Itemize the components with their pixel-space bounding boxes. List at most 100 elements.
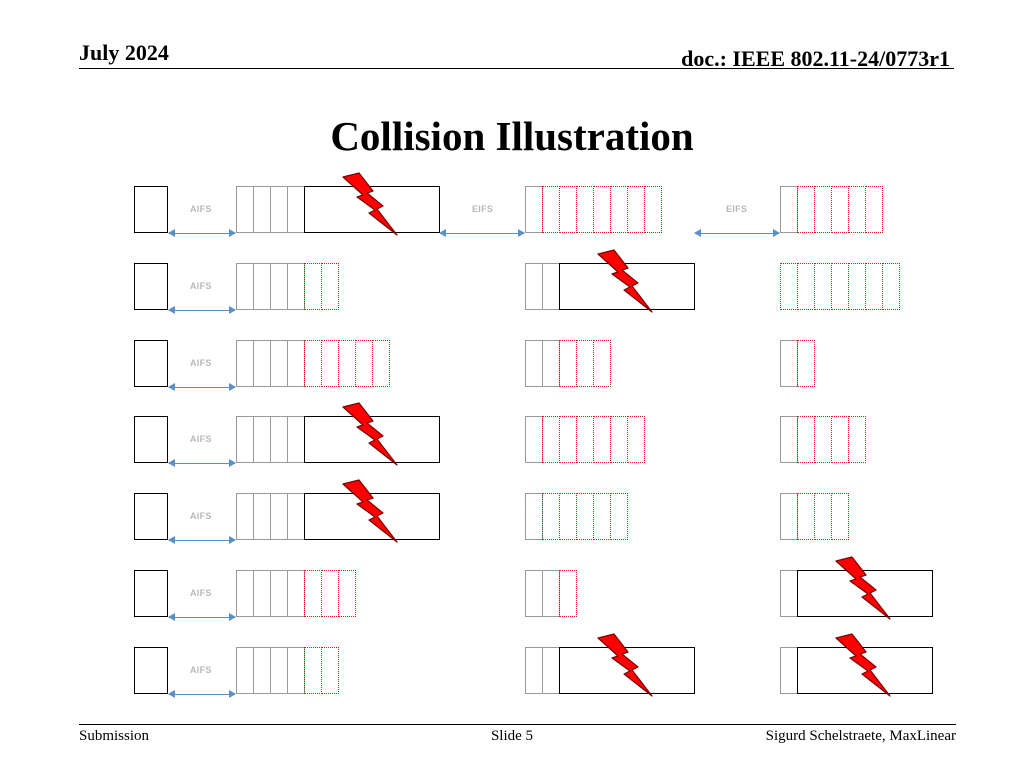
backoff-slot-idle — [780, 339, 798, 387]
interframe-arrow — [168, 689, 236, 698]
backoff-slot-idle — [270, 416, 288, 464]
backoff-slot-idle — [270, 570, 288, 617]
backoff-slot-idle — [542, 570, 560, 617]
backoff-slot-idle — [236, 339, 254, 387]
collision-icon — [835, 556, 891, 620]
station-box — [134, 416, 168, 464]
interframe-label: AIFS — [190, 664, 212, 675]
backoff-slot-idle — [542, 262, 560, 310]
backoff-slot-idle — [287, 646, 305, 694]
backoff-slot-idle — [542, 339, 560, 387]
backoff-slot-idle — [236, 493, 254, 541]
backoff-slot-frozen — [797, 262, 815, 310]
backoff-slot-idle — [525, 646, 543, 694]
backoff-slot-frozen — [321, 262, 339, 310]
backoff-slot-frozen — [593, 339, 611, 387]
backoff-slot-frozen — [644, 186, 662, 233]
interframe-arrow — [168, 613, 236, 621]
backoff-slot-frozen — [593, 186, 611, 233]
backoff-slot-frozen — [797, 493, 815, 541]
interframe-label: AIFS — [190, 204, 212, 214]
backoff-slot-frozen — [304, 570, 322, 617]
backoff-slot-idle — [780, 570, 798, 617]
station-box — [134, 262, 168, 310]
backoff-slot-idle — [253, 570, 271, 617]
transmission-box — [304, 186, 440, 233]
backoff-slot-frozen — [882, 262, 900, 310]
station-box — [134, 186, 168, 233]
backoff-slot-frozen — [559, 416, 577, 464]
backoff-slot-frozen — [814, 186, 832, 233]
collision-icon — [597, 633, 653, 697]
collision-icon — [342, 402, 398, 466]
station-box — [134, 646, 168, 694]
backoff-slot-frozen — [627, 186, 645, 233]
backoff-slot-frozen — [338, 339, 356, 387]
backoff-slot-frozen — [542, 416, 560, 464]
footer-slide-number: Slide 5 — [490, 728, 534, 744]
backoff-slot-idle — [253, 493, 271, 541]
backoff-slot-idle — [287, 339, 305, 387]
backoff-slot-idle — [780, 646, 798, 694]
interframe-arrow — [168, 536, 236, 545]
backoff-slot-frozen — [576, 186, 594, 233]
backoff-slot-idle — [525, 570, 543, 617]
backoff-slot-frozen — [355, 339, 373, 387]
collision-icon — [342, 479, 398, 543]
backoff-slot-frozen — [848, 186, 866, 233]
backoff-slot-idle — [236, 416, 254, 464]
backoff-slot-frozen — [814, 493, 832, 541]
backoff-slot-frozen — [865, 262, 883, 310]
backoff-slot-idle — [236, 262, 254, 310]
interframe-arrow — [168, 459, 236, 468]
backoff-slot-frozen — [559, 493, 577, 541]
backoff-slot-frozen — [610, 416, 628, 464]
interframe-label: AIFS — [190, 357, 212, 368]
backoff-slot-idle — [270, 646, 288, 694]
transmission-box — [559, 262, 695, 310]
interframe-arrow — [168, 305, 236, 314]
backoff-slot-idle — [780, 416, 798, 464]
footer-rule — [79, 724, 956, 725]
collision-icon — [835, 633, 891, 697]
backoff-slot-frozen — [576, 493, 594, 541]
backoff-slot-idle — [780, 493, 798, 541]
backoff-slot-frozen — [304, 646, 322, 694]
interframe-arrow — [439, 229, 525, 237]
backoff-slot-idle — [270, 339, 288, 387]
backoff-slot-frozen — [797, 416, 815, 464]
collision-icon — [597, 249, 653, 313]
backoff-slot-frozen — [304, 262, 322, 310]
backoff-slot-idle — [253, 262, 271, 310]
backoff-slot-frozen — [865, 186, 883, 233]
backoff-slot-idle — [525, 416, 543, 464]
backoff-slot-frozen — [338, 570, 356, 617]
backoff-slot-frozen — [542, 186, 560, 233]
interframe-label: EIFS — [472, 204, 494, 214]
backoff-slot-frozen — [372, 339, 390, 387]
backoff-slot-idle — [287, 493, 305, 541]
header-rule — [79, 68, 954, 69]
backoff-slot-idle — [253, 416, 271, 464]
backoff-slot-frozen — [797, 339, 815, 387]
backoff-slot-frozen — [559, 339, 577, 387]
backoff-slot-frozen — [814, 416, 832, 464]
backoff-slot-idle — [253, 339, 271, 387]
backoff-slot-frozen — [627, 416, 645, 464]
interframe-arrow — [168, 382, 236, 391]
station-box — [134, 339, 168, 387]
transmission-box — [797, 646, 933, 694]
interframe-arrow — [168, 229, 236, 237]
backoff-slot-idle — [236, 570, 254, 617]
backoff-slot-frozen — [593, 416, 611, 464]
backoff-slot-idle — [236, 186, 254, 233]
backoff-slot-idle — [270, 262, 288, 310]
backoff-slot-frozen — [780, 262, 798, 310]
backoff-slot-frozen — [321, 339, 339, 387]
backoff-slot-frozen — [610, 493, 628, 541]
backoff-slot-frozen — [593, 493, 611, 541]
backoff-slot-idle — [253, 646, 271, 694]
backoff-slot-idle — [542, 646, 560, 694]
backoff-slot-idle — [270, 186, 288, 233]
